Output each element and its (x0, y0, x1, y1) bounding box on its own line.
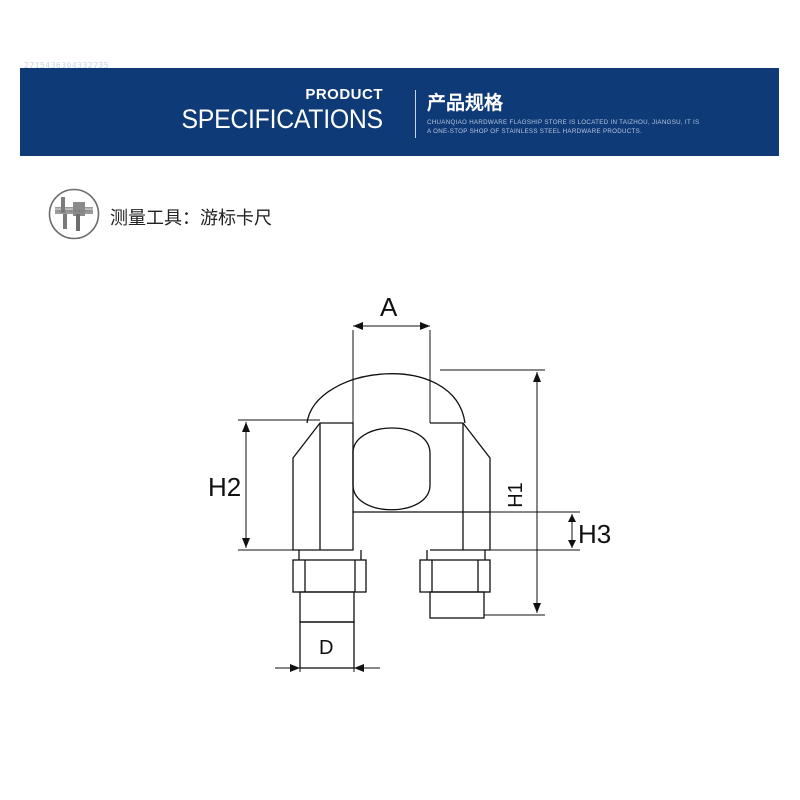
title-divider (415, 90, 416, 138)
clip-arch (306, 373, 466, 424)
left-body (292, 422, 354, 551)
dim-d-label: D (319, 637, 333, 659)
store-description-line-1: CHUANQIAO HARDWARE FLAGSHIP STORE IS LOC… (427, 119, 700, 126)
wire-rope-clip-diagram: A H1 H2 H3 D (180, 280, 640, 700)
left-bolt (299, 591, 355, 623)
dim-h1-label: H1 (505, 482, 527, 508)
dim-a-label: A (380, 292, 398, 322)
measuring-tool-label: 测量工具：游标卡尺 (110, 208, 272, 229)
english-title-block: PRODUCT SPECIFICATIONS (164, 86, 384, 134)
right-body (430, 422, 491, 551)
header-banner: 2715436304332735 PRODUCT SPECIFICATIONS … (20, 61, 779, 156)
dim-h2-label: H2 (208, 472, 241, 502)
store-description: CHUANQIAO HARDWARE FLAGSHIP STORE IS LOC… (427, 118, 699, 136)
vernier-caliper-icon (48, 188, 100, 240)
image-id-text: 2715436304332735 (24, 61, 110, 70)
dim-h3-label: H3 (578, 519, 611, 549)
right-nut (419, 559, 491, 593)
specifications-label: SPECIFICATIONS (181, 104, 384, 134)
product-label: PRODUCT (305, 86, 383, 103)
store-description-line-2: A ONE-STOP SHOP OF STAINLESS STEEL HARDW… (427, 128, 643, 135)
chinese-title: 产品规格 (427, 92, 504, 114)
cable-circle (352, 427, 431, 511)
right-bolt (429, 591, 485, 619)
